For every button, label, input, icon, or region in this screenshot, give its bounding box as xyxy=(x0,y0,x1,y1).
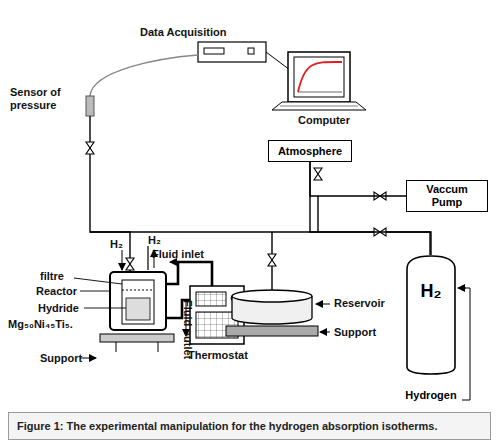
part-label: Reservoir xyxy=(334,297,385,310)
pipe-line xyxy=(310,162,406,196)
part-label: filtre xyxy=(40,270,64,283)
pipe-connector xyxy=(310,162,406,196)
part-label: Support xyxy=(334,326,376,339)
figure-caption: Figure 1: The experimental manipulation … xyxy=(8,412,491,440)
part-label: Support xyxy=(40,352,82,365)
part-label: Hydride xyxy=(38,302,79,315)
part-label: Data Acquisition xyxy=(140,26,226,39)
part-label: H₂ xyxy=(110,238,123,251)
node-title: Atmosphere xyxy=(278,145,342,158)
node-title: H₂ xyxy=(421,281,442,302)
part-label: Fluid inlet xyxy=(152,248,204,261)
node-title: Vaccum Pump xyxy=(411,183,483,208)
cylinder-outline xyxy=(406,255,456,375)
node-heading: Hydrogen xyxy=(405,389,456,402)
caption-text: Figure 1: The experimental manipulation … xyxy=(17,420,438,433)
gas-cylinder: H₂Hydrogen xyxy=(406,255,456,375)
equipment-box: Atmosphere xyxy=(268,140,352,162)
part-label: Reactor xyxy=(36,285,77,298)
part-label: Thermostat xyxy=(188,349,248,362)
equipment-box: Vaccum Pump xyxy=(406,180,488,212)
part-label: Mg₅₀Ni₄₅Ti₅. xyxy=(8,318,73,331)
part-label: Sensor of pressure xyxy=(10,86,78,111)
part-label: H₂ xyxy=(148,234,161,247)
part-label: Computer xyxy=(298,114,350,127)
